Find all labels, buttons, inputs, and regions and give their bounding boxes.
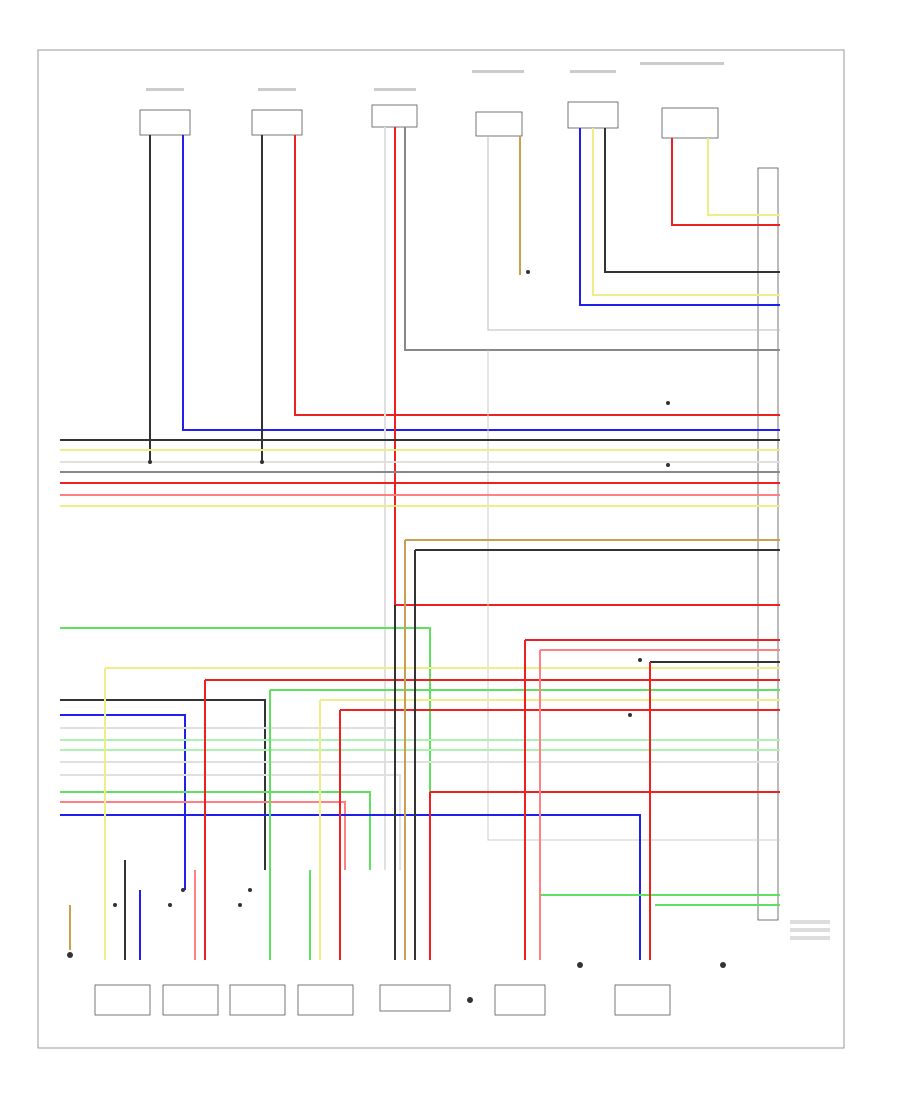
lower-bus-wires bbox=[60, 627, 780, 960]
control-module-box bbox=[757, 167, 779, 921]
component-bottom-4 bbox=[297, 984, 354, 1016]
splice-icon bbox=[113, 401, 670, 907]
control-module-label bbox=[790, 920, 830, 924]
component-bottom-6 bbox=[494, 984, 546, 1016]
control-module-connector bbox=[757, 167, 830, 940]
component-bottom-1 bbox=[94, 984, 151, 1016]
component-top-6 bbox=[661, 107, 719, 139]
bus-wires bbox=[60, 439, 780, 551]
component-top-1 bbox=[139, 109, 191, 136]
top-wires bbox=[149, 127, 780, 870]
component-top-5 bbox=[567, 101, 619, 129]
top-labels bbox=[146, 62, 724, 91]
component-top-4 bbox=[475, 111, 523, 137]
top-components bbox=[139, 62, 724, 139]
component-bottom-5 bbox=[379, 984, 451, 1012]
diagram-frame bbox=[37, 49, 845, 1049]
component-top-3 bbox=[371, 104, 418, 128]
lower-drops bbox=[69, 540, 651, 960]
lower-components bbox=[94, 984, 671, 1016]
component-bottom-2 bbox=[162, 984, 219, 1016]
component-bottom-7 bbox=[614, 984, 671, 1016]
ground-icon bbox=[67, 270, 726, 1003]
component-bottom-3 bbox=[229, 984, 286, 1016]
component-top-2 bbox=[251, 109, 303, 136]
